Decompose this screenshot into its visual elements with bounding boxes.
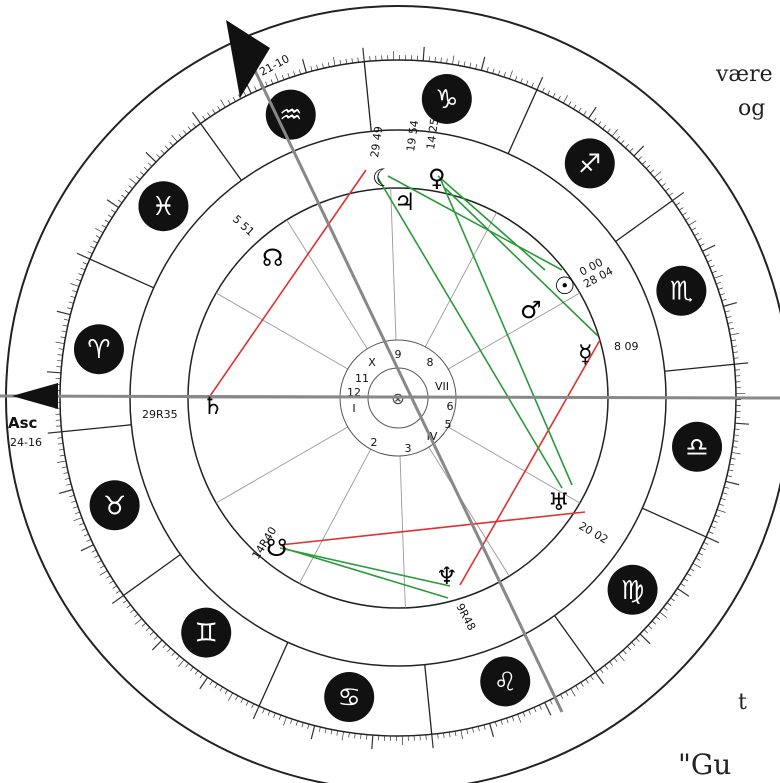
taurus-glyph: ♉ (103, 491, 126, 521)
house-number: 2 (371, 436, 378, 449)
mercury-degree: 8 09 (614, 340, 639, 353)
pisces-icon: ♓ (138, 181, 188, 231)
house-number: 5 (445, 418, 452, 431)
asc-label: Asc (8, 414, 37, 432)
house-number: I (352, 402, 355, 415)
saturn-icon: ♄ (202, 392, 224, 420)
jupiter-icon: ♃ (394, 188, 416, 216)
leo-icon: ♌ (480, 656, 530, 706)
venus-icon: ♀ (428, 164, 446, 192)
saturn-degree: 29R35 (142, 408, 178, 421)
leo-glyph: ♌ (494, 667, 517, 697)
house-number: 3 (405, 442, 412, 455)
aries-glyph: ♈ (87, 335, 110, 365)
scorpio-icon: ♏ (656, 266, 706, 316)
house-number: X (368, 356, 376, 369)
gemini-icon: ♊ (181, 608, 231, 658)
asc-axis-line (0, 396, 780, 398)
sagittarius-glyph: ♐ (578, 149, 601, 179)
libra-icon: ♎ (672, 422, 722, 472)
asc-degree: 24-16 (10, 436, 42, 449)
aquarius-icon: ♒ (266, 90, 316, 140)
moon-icon: ☾ (372, 164, 394, 192)
house-number: VII (435, 380, 449, 393)
house-number: 6 (447, 400, 454, 413)
capricorn-icon: ♑ (422, 74, 472, 124)
capricorn-glyph: ♑ (435, 85, 458, 115)
house-number: 8 (427, 356, 434, 369)
virgo-glyph: ♍ (621, 576, 644, 606)
mercury-icon: ☿ (578, 340, 593, 368)
virgo-icon: ♍ (608, 565, 658, 615)
house-number: 9 (395, 348, 402, 361)
north-node-icon: ☊ (262, 244, 283, 272)
mars-icon: ♂ (520, 296, 542, 324)
libra-glyph: ♎ (685, 433, 708, 463)
scorpio-glyph: ♏ (670, 277, 693, 307)
cancer-icon: ♋ (324, 672, 374, 722)
house-number: 11 (355, 372, 369, 385)
neptune-icon: ♆ (436, 562, 458, 590)
uranus-icon: ♅ (548, 488, 570, 516)
cancer-glyph: ♋ (338, 683, 361, 713)
sun-icon: ☉ (554, 272, 576, 300)
gemini-glyph: ♊ (195, 619, 218, 649)
pisces-glyph: ♓ (152, 192, 175, 222)
taurus-icon: ♉ (90, 480, 140, 530)
sagittarius-icon: ♐ (565, 138, 615, 188)
aries-icon: ♈ (74, 324, 124, 374)
